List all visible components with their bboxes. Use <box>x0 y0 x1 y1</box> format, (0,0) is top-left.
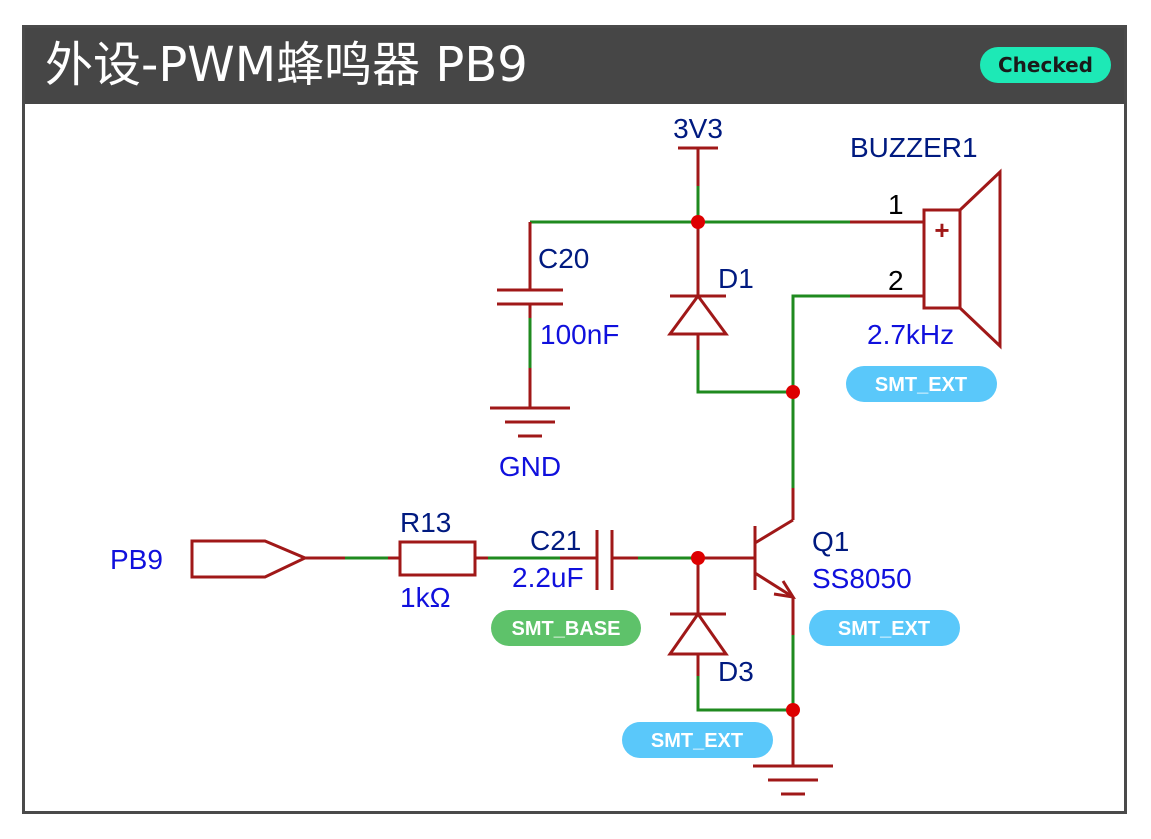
c21-ref: C21 <box>530 525 581 556</box>
c21-value: 2.2uF <box>512 562 584 593</box>
c21-tag: SMT_BASE <box>512 618 621 640</box>
gnd-label: GND <box>499 451 561 482</box>
wire-d1-anode <box>696 350 793 394</box>
r13-body <box>398 540 477 577</box>
buzzer-plus-sign: + <box>934 215 949 245</box>
r13-ref: R13 <box>400 507 451 538</box>
buzzer-pin2-number: 2 <box>888 265 904 296</box>
wires <box>345 186 850 712</box>
c20-value: 100nF <box>540 319 619 350</box>
pb9-label: PB9 <box>110 544 163 575</box>
buzzer-tag: SMT_EXT <box>875 374 967 396</box>
d3-triangle <box>667 611 729 656</box>
d3-tag-pill <box>622 722 773 758</box>
junction-top-rail <box>691 215 705 229</box>
page-title: 外设-PWM蜂鸣器 PB9 <box>45 37 528 93</box>
buzzer-pin1-number: 1 <box>888 189 904 220</box>
d1-triangle <box>667 293 729 336</box>
junctions <box>691 215 800 717</box>
q1-emitter-arrow <box>773 580 797 599</box>
junction-emitter <box>786 703 800 717</box>
d3-tag: SMT_EXT <box>651 730 743 752</box>
pb9-port-symbol <box>190 539 309 579</box>
q1-value: SS8050 <box>812 563 912 594</box>
c20-ref: C20 <box>538 243 589 274</box>
buzzer-tag-pill <box>846 366 997 402</box>
d1-ref: D1 <box>718 263 754 294</box>
buzzer-value: 2.7kHz <box>867 319 954 350</box>
vcc-label: 3V3 <box>673 113 723 144</box>
q1-emitter <box>754 571 794 599</box>
q1-ref: Q1 <box>812 526 849 557</box>
junction-collector <box>786 385 800 399</box>
c21-tag-pill <box>491 610 641 646</box>
status-badge: Checked <box>980 47 1111 83</box>
buzzer-ref: BUZZER1 <box>850 132 978 163</box>
q1-tag: SMT_EXT <box>838 618 930 640</box>
schematic-frame: 外设-PWM蜂鸣器 PB9 Checked <box>22 25 1127 814</box>
q1-collector <box>754 518 794 545</box>
wire-d3-anode <box>696 676 793 712</box>
title-bar: 外设-PWM蜂鸣器 PB9 Checked <box>25 28 1124 104</box>
junction-base <box>691 551 705 565</box>
q1-tag-pill <box>809 610 960 646</box>
buzzer-horn <box>958 168 1002 350</box>
wire-buzzer-pin2 <box>791 294 850 392</box>
components <box>190 146 1002 796</box>
d3-ref: D3 <box>718 656 754 687</box>
buzzer-body <box>922 208 962 310</box>
r13-value: 1kΩ <box>400 582 451 613</box>
